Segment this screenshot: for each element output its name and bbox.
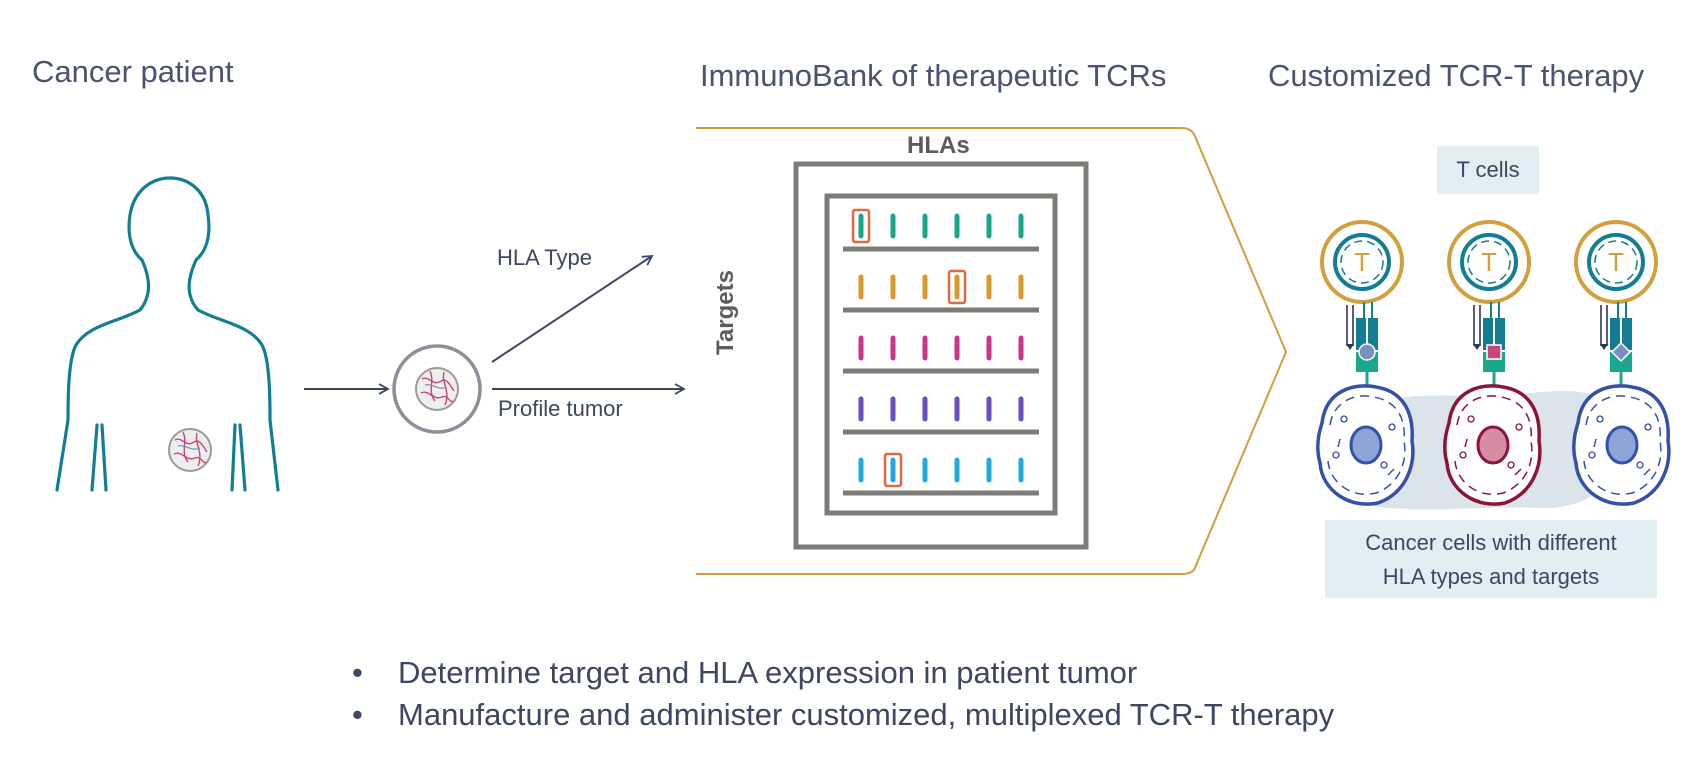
hla-target-grid bbox=[843, 208, 1039, 496]
bullet-item: • Determine target and HLA expression in … bbox=[352, 652, 1334, 694]
hla-grid-outer-frame bbox=[793, 161, 1089, 550]
antigen-square-icon bbox=[1486, 344, 1502, 360]
bullet-dot-icon: • bbox=[352, 697, 363, 732]
label-hla-type: HLA Type bbox=[497, 245, 592, 270]
cancer-cell-nucleus bbox=[1349, 425, 1383, 465]
cancer-cell-organelle bbox=[1467, 415, 1475, 423]
tcr-beta-chain bbox=[1622, 318, 1632, 350]
cancer-cell-organelle bbox=[1388, 423, 1396, 431]
arrow-hla-type bbox=[491, 254, 654, 363]
label-targets: Targets bbox=[712, 270, 739, 355]
tcr-selection-highlight bbox=[883, 452, 903, 488]
cancer-cell-organelle bbox=[1507, 461, 1515, 469]
hla-grid-inner-frame bbox=[824, 193, 1058, 516]
cancer-cell-detail bbox=[1593, 438, 1651, 476]
immunobank-chevron-frame bbox=[696, 127, 1288, 575]
cancer-cell-organelle bbox=[1596, 415, 1604, 423]
heading-immunobank: ImmunoBank of therapeutic TCRs bbox=[700, 58, 1167, 93]
tumor-in-body-icon bbox=[168, 428, 212, 472]
t-cell-letter: T bbox=[1481, 247, 1497, 277]
summary-bullets: • Determine target and HLA expression in … bbox=[352, 652, 1334, 736]
label-cancer-cells-line1: Cancer cells with different bbox=[1365, 530, 1617, 555]
cancer-cell-organelle bbox=[1636, 461, 1644, 469]
cancer-cells-group bbox=[1316, 384, 1671, 506]
cancer-cell-detail bbox=[1464, 438, 1522, 476]
t-cell-nucleus-inner bbox=[1340, 240, 1384, 284]
cancer-cell-organelle bbox=[1459, 451, 1467, 459]
label-profile-tumor: Profile tumor bbox=[498, 396, 623, 421]
t-cell-nucleus-inner bbox=[1594, 240, 1638, 284]
t-cell-nucleus bbox=[1587, 233, 1645, 291]
label-t-cells: T cells bbox=[1437, 146, 1539, 194]
bullet-item: • Manufacture and administer customized, … bbox=[352, 694, 1334, 736]
antigen-circle-icon bbox=[1358, 343, 1376, 361]
cancer-cell-detail bbox=[1337, 438, 1395, 476]
bullet-text: Determine target and HLA expression in p… bbox=[398, 655, 1138, 690]
tcr-alpha-chain bbox=[1610, 318, 1620, 350]
cancer-cell-organelle bbox=[1515, 423, 1523, 431]
cancer-cell-inner-membrane bbox=[1327, 395, 1406, 495]
cancer-cell-inner-membrane bbox=[1454, 395, 1533, 495]
tcr-signal-arrow bbox=[1473, 344, 1481, 350]
tcr-alpha-chain bbox=[1356, 318, 1366, 350]
tcr-signal-arrow bbox=[1600, 344, 1608, 350]
heading-customized-therapy: Customized TCR-T therapy bbox=[1268, 58, 1645, 93]
cancer-cell-organelle bbox=[1332, 451, 1340, 459]
label-cancer-cells-line2: HLA types and targets bbox=[1382, 564, 1600, 589]
bullet-dot-icon: • bbox=[352, 655, 363, 690]
tcr-beta-chain bbox=[1495, 318, 1505, 350]
heading-cancer-patient: Cancer patient bbox=[32, 54, 234, 89]
cancer-cell-inner-membrane bbox=[1583, 395, 1662, 495]
cancer-cell-organelle bbox=[1380, 461, 1388, 469]
antigen-diamond-icon bbox=[1610, 341, 1632, 363]
tcr-signal-arrow bbox=[1346, 344, 1354, 350]
bullet-text: Manufacture and administer customized, m… bbox=[398, 697, 1335, 732]
cancer-cell-organelle bbox=[1644, 423, 1652, 431]
tcr-alpha-chain bbox=[1483, 318, 1493, 350]
tcr-selection-highlight bbox=[851, 208, 871, 244]
t-cell-letter: T bbox=[1608, 247, 1624, 277]
cancer-cell-organelle bbox=[1588, 451, 1596, 459]
cancer-cell-nucleus bbox=[1476, 425, 1510, 465]
t-cell-letter: T bbox=[1354, 247, 1370, 277]
tcr-beta-chain bbox=[1368, 318, 1378, 350]
cancer-cell-organelle bbox=[1340, 415, 1348, 423]
cancer-cell-nucleus bbox=[1605, 425, 1639, 465]
t-cell-nucleus-inner bbox=[1467, 240, 1511, 284]
label-cancer-cells: Cancer cells with different HLA types an… bbox=[1325, 520, 1657, 598]
t-cell-nucleus bbox=[1333, 233, 1391, 291]
label-hlas: HLAs bbox=[907, 132, 970, 159]
biopsy-circle-icon bbox=[392, 344, 482, 434]
tcr-selection-highlight bbox=[947, 269, 967, 305]
t-cell-nucleus bbox=[1460, 233, 1518, 291]
patient-body-icon bbox=[55, 176, 280, 492]
